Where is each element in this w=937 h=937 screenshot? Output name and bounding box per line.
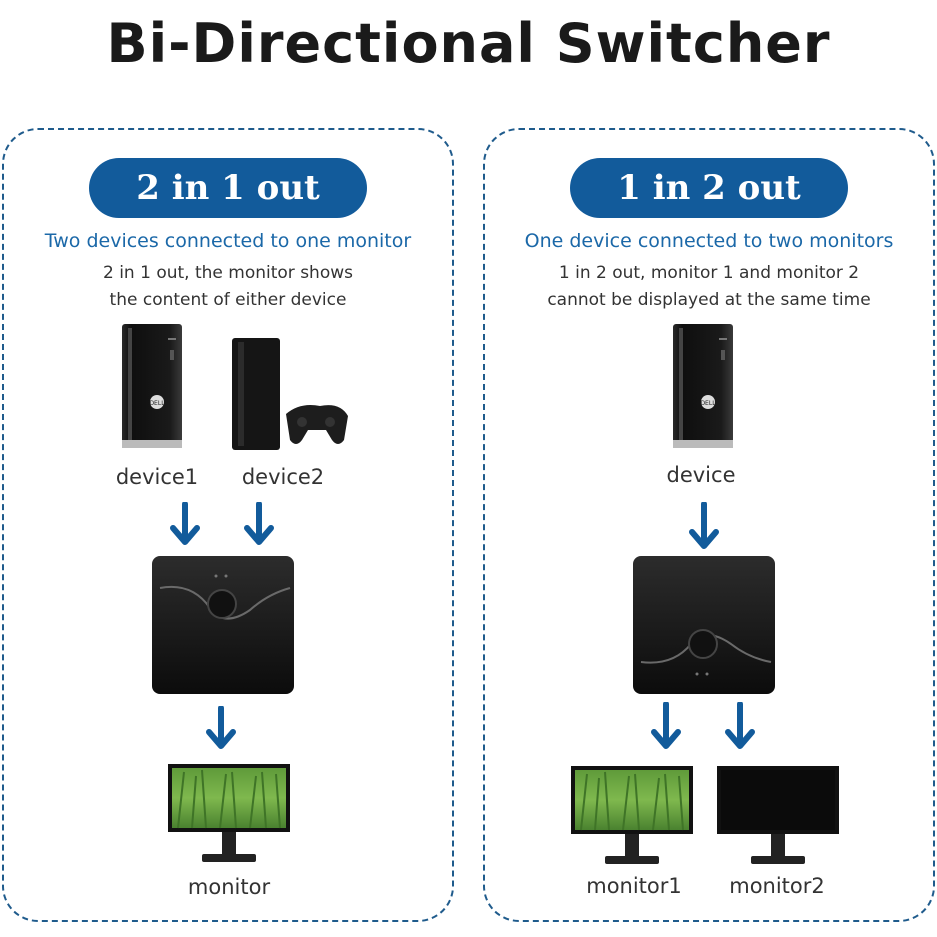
device-label: device (666, 463, 736, 487)
description-line: 1 in 2 out, monitor 1 and monitor 2 (558, 263, 860, 283)
switch-box-icon (633, 556, 775, 694)
page-title: Bi-Directional Switcher (106, 12, 831, 75)
description-line: cannot be displayed at the same time (547, 290, 871, 310)
panel-subtitle: One device connected to two monitors (524, 230, 894, 252)
monitor-icon (571, 766, 693, 864)
panel-2in1out: 2 in 1 out Two devices connected to one … (2, 128, 454, 922)
description-line: the content of either device (109, 290, 347, 310)
game-console-icon (232, 338, 348, 450)
panel-description: 1 in 2 out, monitor 1 and monitor 2 cann… (485, 260, 933, 314)
monitor-blank-icon (717, 766, 839, 864)
arrow-down-icon (725, 702, 755, 749)
monitor-icon (168, 764, 290, 862)
monitor-label: monitor (187, 875, 271, 899)
arrow-down-icon (206, 706, 236, 749)
device2-label: device2 (241, 465, 325, 489)
description-line: 2 in 1 out, the monitor shows (102, 263, 353, 283)
mode-badge: 1 in 2 out (570, 158, 848, 218)
svg-text:DELL: DELL (700, 400, 716, 407)
monitor2-label: monitor2 (729, 874, 825, 898)
switch-box-icon (152, 556, 294, 694)
mode-badge: 2 in 1 out (89, 158, 367, 218)
panel-description: 2 in 1 out, the monitor shows the conten… (4, 260, 452, 314)
arrow-down-icon (651, 702, 681, 749)
panel-1in2out: 1 in 2 out One device connected to two m… (483, 128, 935, 922)
panel-subtitle: Two devices connected to one monitor (44, 230, 412, 252)
monitor1-label: monitor1 (586, 874, 682, 898)
pc-tower-icon: DELL (673, 324, 733, 448)
device1-label: device1 (115, 465, 199, 489)
arrow-down-icon (689, 502, 719, 549)
pc-tower-icon: DELL (122, 324, 182, 448)
arrow-down-icon (170, 502, 200, 545)
svg-text:DELL: DELL (149, 400, 165, 407)
arrow-down-icon (244, 502, 274, 545)
